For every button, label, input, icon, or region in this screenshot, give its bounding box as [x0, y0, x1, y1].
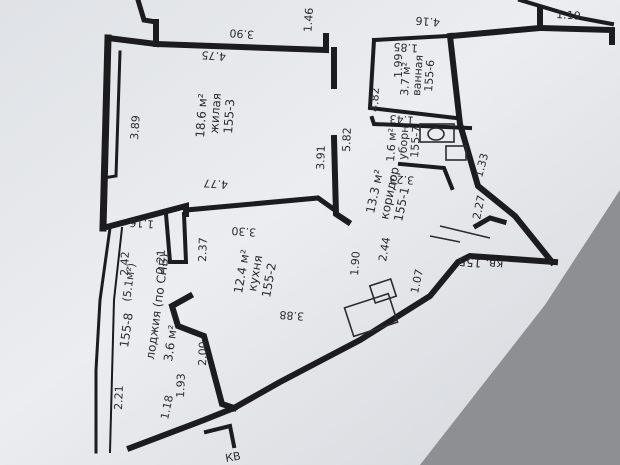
wc-dim-143: 1.43: [389, 112, 414, 127]
loggia-bottom-wall: [126, 404, 238, 452]
washbasin-icon: [445, 145, 467, 161]
bathroom-outline: [367, 37, 459, 121]
dim-top-right: 4.16: [415, 14, 441, 29]
hall-right-wall: [446, 32, 557, 267]
living-bottom-wall-2: [183, 195, 336, 213]
living-name: жилая: [207, 92, 224, 134]
living-left-wall: [99, 34, 112, 232]
hall-pointer-line: [439, 225, 491, 239]
kitchen-column: [163, 211, 189, 264]
fixtures: [343, 123, 491, 338]
living-dim-582: 5.82: [340, 127, 354, 152]
bath-area: 3.7 м²: [398, 62, 413, 97]
loggia-area: (5.1м²): [120, 262, 138, 302]
dim-221-a: 2.21: [154, 249, 168, 274]
bath-code: 155-6: [422, 59, 437, 92]
dim-107: 1.07: [408, 268, 426, 295]
hall-stub: [472, 215, 508, 230]
dim-118: 1.18: [158, 394, 176, 421]
dim-237: 2.37: [196, 237, 210, 262]
kitchen-diagonal-wall: [229, 252, 559, 413]
kitchen-pointer-line: [429, 235, 461, 243]
living-code: 155-3: [221, 98, 237, 134]
wc-bottom: [397, 161, 455, 191]
dim-top-390: 3.90: [229, 26, 254, 41]
walls: [94, 0, 615, 454]
bath-name: ванная: [410, 54, 426, 96]
top-left-wall: [135, 0, 159, 25]
living-dim-389: 3.89: [128, 115, 143, 140]
living-area: 18.6 м²: [193, 93, 210, 138]
bath-dim-199: 1.99: [392, 54, 405, 79]
dim-388: 3.88: [279, 308, 304, 323]
flat-number: кв. 155: [458, 254, 504, 272]
wc-name: уборн.: [396, 122, 412, 161]
dim-190: 1.90: [348, 251, 363, 276]
loggia-area-snb: 3.6 м²: [161, 324, 180, 363]
dim-242: 2.42: [118, 251, 132, 276]
living-dim-475: 4.75: [201, 48, 226, 63]
loggia-code: 155-8: [117, 312, 136, 348]
bottom-edge-text: КВ: [224, 449, 241, 464]
top-right-stair: [517, 0, 615, 27]
wc-code: 155-7: [408, 125, 423, 158]
living-right-wall-2: [330, 134, 353, 227]
top-right-wall-2: [536, 24, 615, 45]
dim-244: 2.44: [376, 236, 393, 262]
kitchen-dim-330: 3.30: [231, 224, 256, 239]
loggia-outer-wall: [94, 226, 112, 454]
wc-outline: [369, 115, 473, 131]
dim-221-b: 2.21: [112, 385, 126, 410]
dim-top-corner-1: 1.19: [556, 8, 581, 23]
living-dim-477: 4.77: [203, 176, 228, 191]
bathroom-top: [371, 33, 451, 43]
toilet-icon: [427, 127, 445, 141]
dim-227: 2.27: [470, 194, 488, 221]
dim-top-146: 1.46: [301, 7, 316, 32]
loggia-outer-wall-2: [108, 226, 124, 454]
bath-fixture-icon: [419, 123, 455, 143]
dim-116: 1.16: [129, 216, 154, 231]
bath-dim-185: 1.85: [393, 40, 418, 55]
wc-area: 1.6 м²: [384, 128, 399, 163]
hall-dim-323: 3.23: [389, 172, 414, 187]
wc-dim-482: 4.82: [368, 87, 382, 112]
sink-icon: [368, 278, 398, 304]
hall-dim-133: 1.33: [472, 152, 491, 179]
dim-200: 2.00: [196, 341, 210, 366]
loggia-kitchen-wall: [168, 291, 238, 412]
kitchen-name: кухня: [245, 254, 265, 292]
living-top-wall-2: [152, 33, 329, 54]
living-dim-391: 3.91: [314, 145, 328, 170]
kitchen-code: 155-2: [259, 262, 279, 299]
living-left-inner: [101, 50, 122, 180]
loggia-bottom-end: [203, 423, 237, 449]
paper-shadow: [420, 190, 620, 465]
stove-icon: [343, 292, 399, 338]
dim-193: 1.93: [174, 373, 188, 398]
